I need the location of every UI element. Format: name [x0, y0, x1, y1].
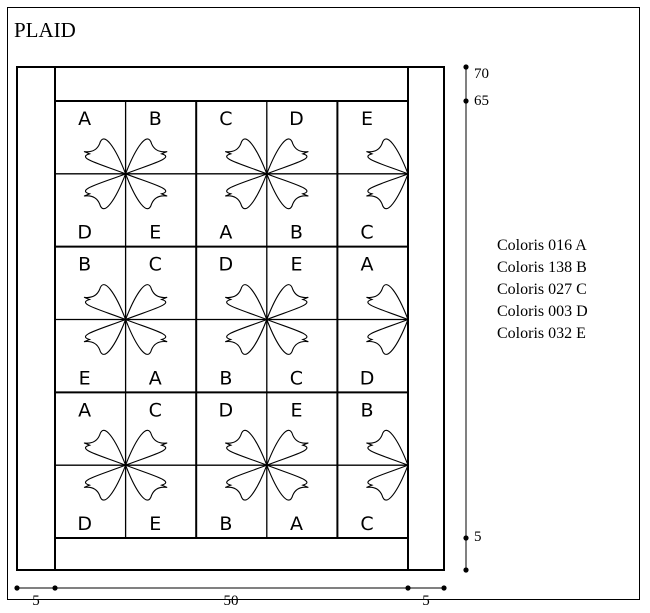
flower-motifs — [83, 138, 409, 501]
dimension-label: 70 — [474, 66, 489, 82]
petal-shape — [265, 429, 309, 467]
petal-shape — [225, 138, 268, 175]
cell-letter: C — [149, 254, 162, 276]
dimension-label: 5 — [422, 593, 430, 609]
petal-shape — [83, 284, 127, 321]
petal-shape — [265, 284, 309, 321]
cell-letter: E — [149, 513, 161, 535]
dimension-tick — [463, 64, 469, 70]
petal-shape — [225, 464, 268, 501]
cell-letter: E — [290, 254, 302, 276]
petal-shape — [83, 172, 127, 210]
cell-letter: C — [290, 367, 303, 389]
petal-shape — [124, 318, 168, 355]
dimension-label: 50 — [224, 593, 239, 609]
petal-shape — [124, 172, 168, 210]
petal-shape — [265, 464, 309, 501]
cell-letter: D — [219, 399, 234, 421]
diagram-title: PLAID — [14, 18, 76, 42]
cell-letter: E — [290, 399, 302, 421]
page-border — [7, 7, 640, 600]
cell-letter: A — [290, 513, 303, 535]
outer-border — [16, 66, 445, 571]
dimension-label: 5 — [32, 593, 40, 609]
petal-shape — [225, 284, 268, 321]
petal-shape — [366, 318, 409, 355]
petal-shape — [124, 138, 168, 175]
dimension-tick — [52, 585, 58, 591]
dimension-tick — [463, 567, 469, 573]
cell-letter: B — [361, 399, 374, 421]
block-grid — [55, 101, 408, 538]
petal-shape — [265, 172, 309, 210]
petal-shape — [124, 429, 168, 467]
dimension-tick — [463, 535, 469, 541]
cell-letter: D — [219, 254, 234, 276]
dimension-label: 5 — [474, 529, 482, 545]
cell-letter: D — [77, 513, 92, 535]
cell-letter: E — [149, 222, 161, 244]
cell-letter: E — [361, 108, 373, 130]
petal-shape — [366, 284, 409, 321]
cell-letter: C — [149, 399, 162, 421]
legend-item: Coloris 027 C — [497, 281, 587, 298]
color-legend: Coloris 016 A Coloris 138 B Coloris 027 … — [497, 235, 588, 345]
cell-letter: B — [219, 513, 232, 535]
petal-shape — [83, 138, 127, 175]
cell-letter: A — [78, 399, 91, 421]
petal-shape — [225, 172, 268, 210]
cell-letter: B — [149, 108, 162, 130]
cell-letter: D — [360, 367, 375, 389]
petal-shape — [265, 138, 309, 175]
dimension-tick — [463, 98, 469, 104]
petal-shape — [366, 172, 409, 210]
petal-shape — [124, 464, 168, 501]
legend-item: Coloris 032 E — [497, 325, 586, 342]
petal-shape — [366, 429, 409, 467]
cell-letter: C — [219, 108, 232, 130]
petal-shape — [225, 318, 268, 355]
cell-letter: B — [78, 254, 91, 276]
legend-item: Coloris 003 D — [497, 303, 588, 320]
dimension-label: 65 — [474, 93, 489, 109]
petal-shape — [83, 464, 127, 501]
petal-shape — [225, 429, 268, 467]
cell-letter: C — [360, 222, 373, 244]
cell-letter: E — [79, 367, 91, 389]
legend-item: Coloris 138 B — [497, 259, 587, 276]
dimension-tick — [14, 585, 20, 591]
border-bands — [16, 66, 445, 571]
petal-shape — [366, 138, 409, 175]
cell-letter: C — [360, 513, 373, 535]
legend-item: Coloris 016 A — [497, 237, 587, 254]
petal-shape — [124, 284, 168, 321]
dimension-tick — [441, 585, 447, 591]
dimension-tick — [405, 585, 411, 591]
cell-letter: A — [219, 222, 232, 244]
cell-letter: A — [361, 254, 374, 276]
cell-letter: B — [219, 367, 232, 389]
cell-letter: D — [77, 222, 92, 244]
cell-letter: D — [289, 108, 304, 130]
cell-letter: A — [78, 108, 91, 130]
petal-shape — [83, 429, 127, 467]
petal-shape — [265, 318, 309, 355]
petal-shape — [83, 318, 127, 355]
cell-letter: B — [290, 222, 303, 244]
dimension-lines: 70 65 5 5 50 5 — [14, 64, 489, 609]
cell-letter: A — [149, 367, 162, 389]
petal-shape — [366, 464, 409, 501]
